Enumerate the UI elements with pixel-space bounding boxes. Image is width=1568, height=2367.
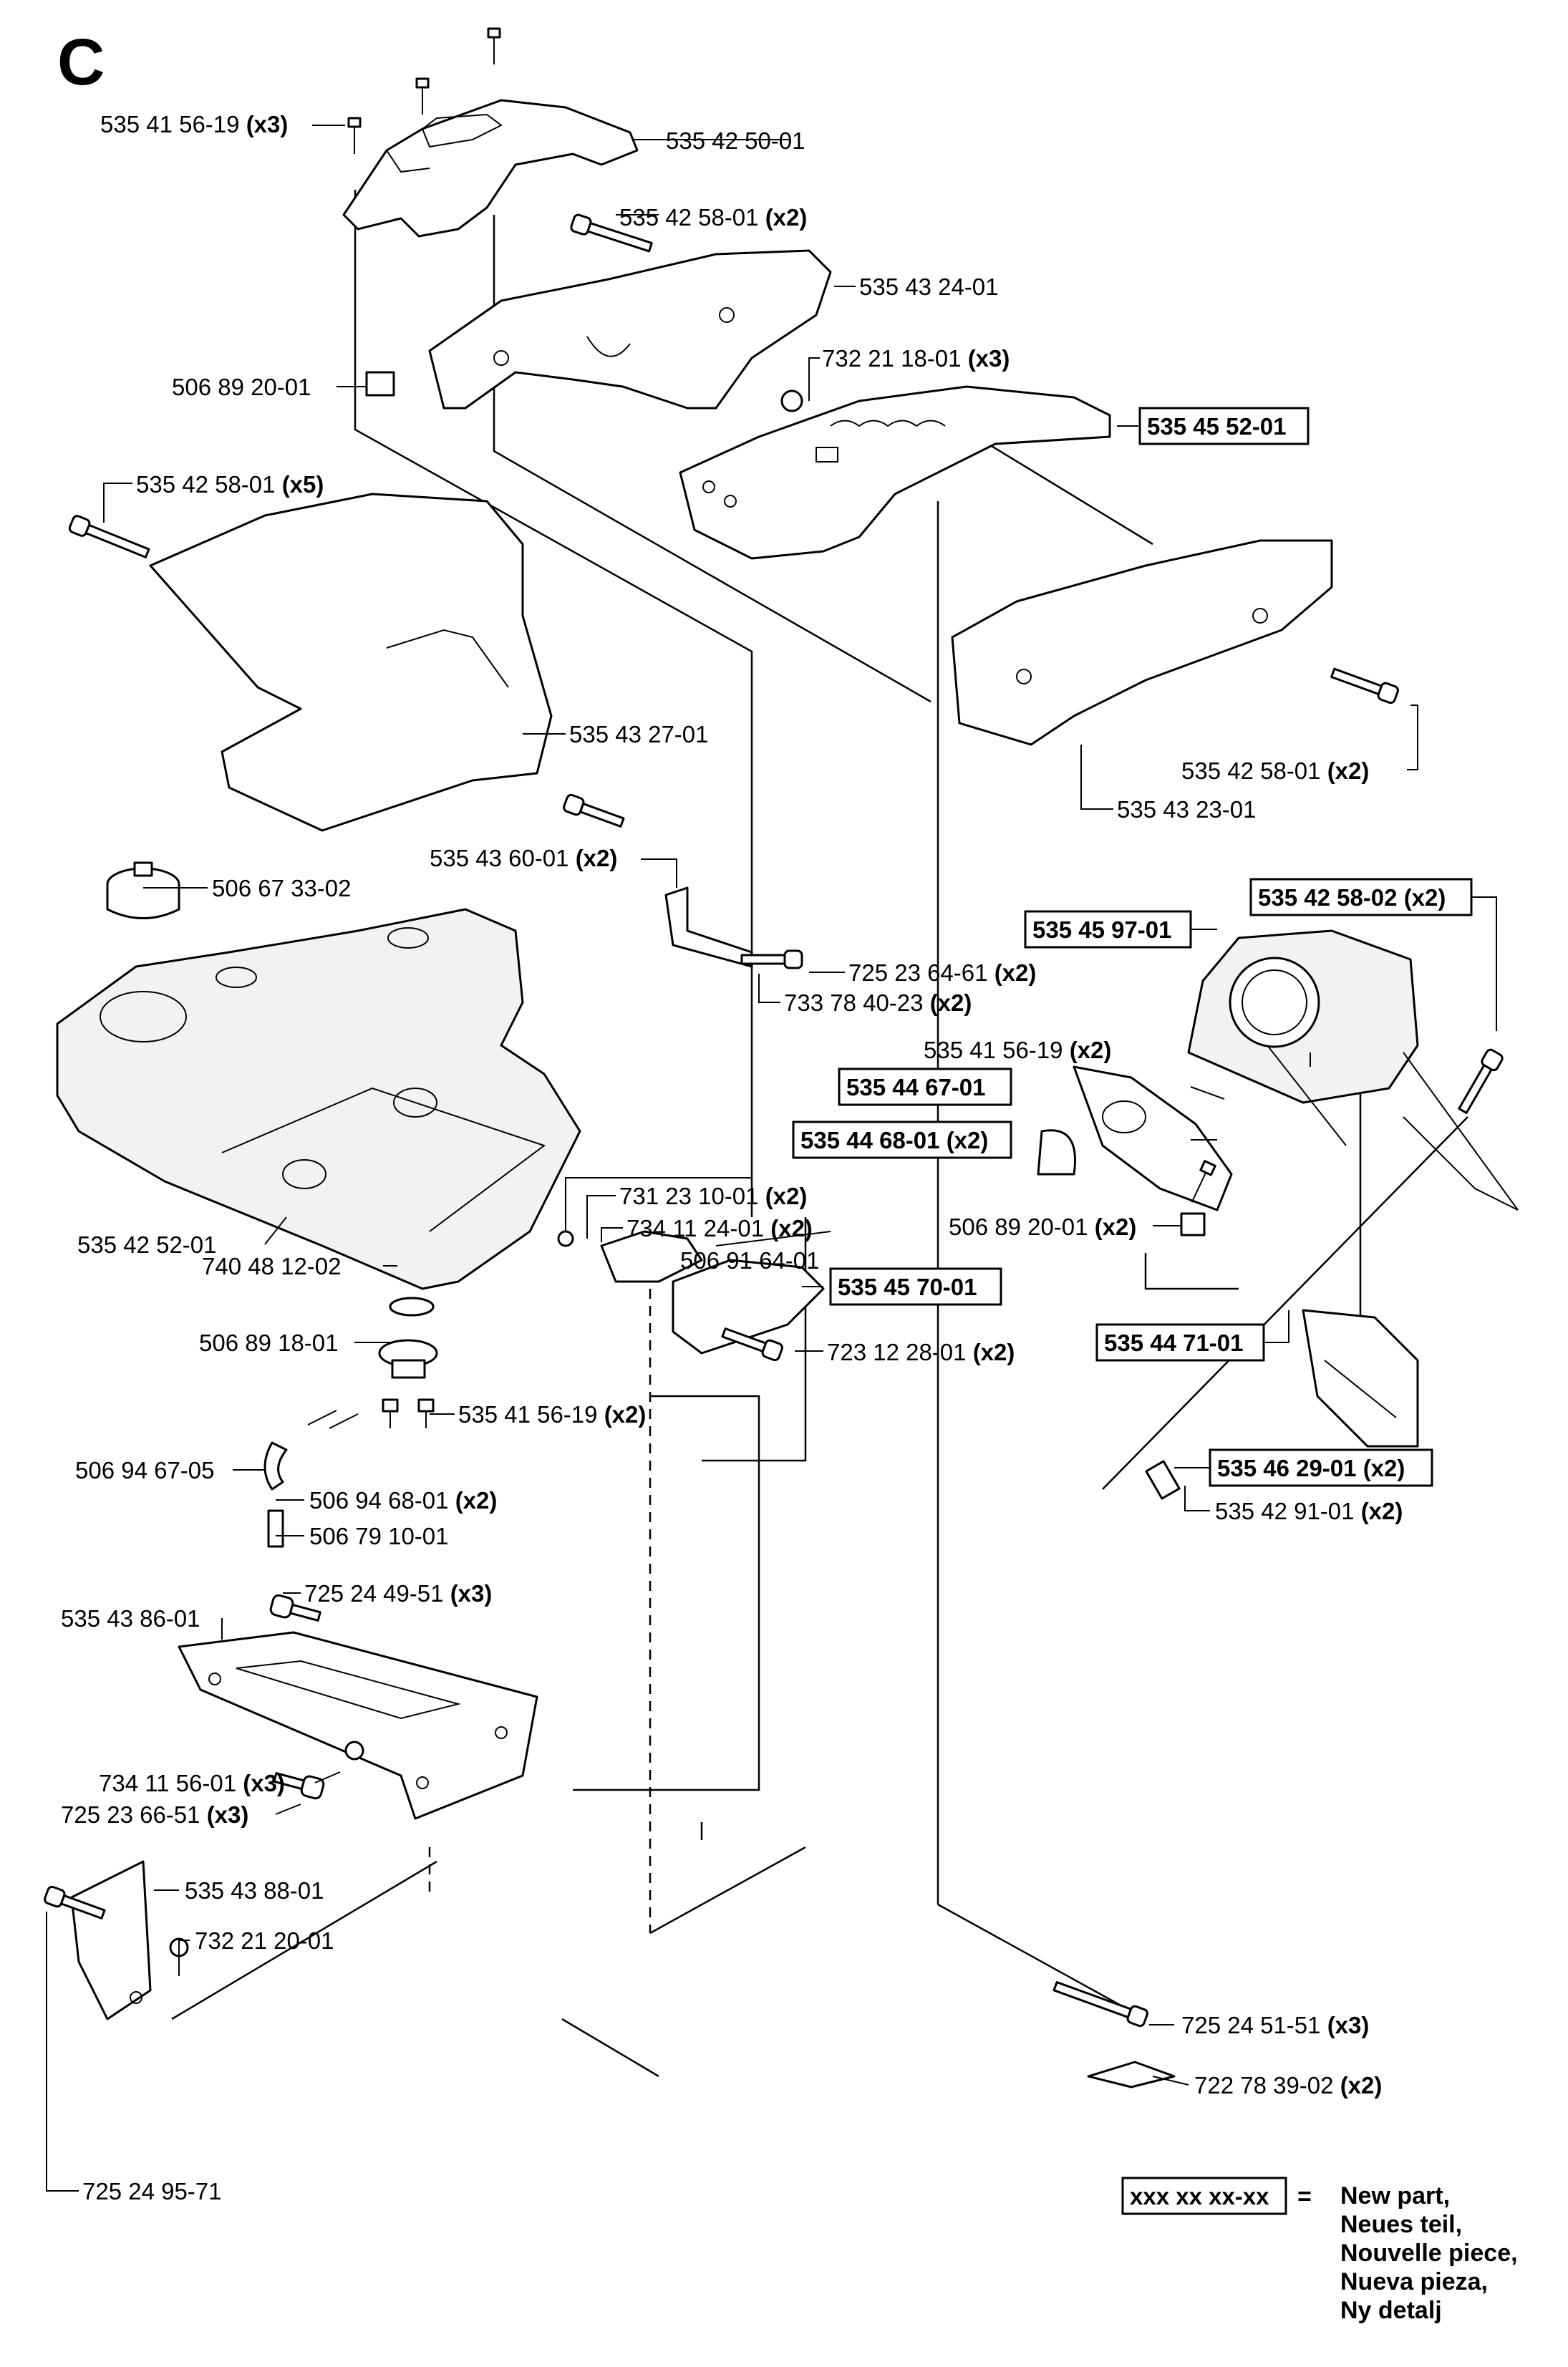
clip-part <box>365 371 1206 1236</box>
part-label: 506 94 67-05 <box>75 1457 215 1483</box>
legend-box-text: xxx xx xx-xx <box>1130 2183 1269 2209</box>
part-label: 535 41 56-19 (x2) <box>458 1401 646 1428</box>
boxed-part-label: 535 42 58-02 (x2) <box>1258 884 1446 911</box>
part-label: 725 23 64-61 (x2) <box>848 959 1036 986</box>
part-label: 731 23 10-01 (x2) <box>619 1183 807 1209</box>
part-label: 506 89 20-01 <box>172 374 311 400</box>
part-label: 734 11 24-01 (x2) <box>626 1215 813 1241</box>
part-label: 506 67 33-02 <box>212 875 352 901</box>
part-label: 734 11 56-01 (x3) <box>99 1770 285 1796</box>
deflector-plate-part <box>149 493 553 832</box>
part-label: 535 42 50-01 <box>666 127 805 154</box>
boxed-part-label: 535 45 97-01 <box>1032 916 1172 943</box>
switch-part <box>600 1230 825 1355</box>
part-label: 506 89 20-01 (x2) <box>949 1214 1136 1240</box>
cover-plate-part <box>70 1860 152 2020</box>
part-label: 535 43 23-01 <box>1117 796 1257 823</box>
part-label: 725 23 66-51 (x3) <box>61 1801 248 1828</box>
side-cover-right-part <box>951 539 1333 746</box>
legend-line: Ny detalj <box>1340 2297 1442 2324</box>
part-label: 506 94 68-01 (x2) <box>309 1487 497 1514</box>
part-label: 535 43 24-01 <box>859 274 999 300</box>
part-label: 722 78 39-02 (x2) <box>1194 2072 1382 2099</box>
part-label: 740 48 12-02 <box>202 1253 342 1279</box>
part-label: 723 12 28-01 (x2) <box>827 1339 1015 1365</box>
boxed-part-label: 535 44 68-01 (x2) <box>800 1127 988 1153</box>
part-label: 535 42 58-01 (x2) <box>619 204 807 231</box>
boxed-part-label: 535 46 29-01 (x2) <box>1217 1455 1405 1481</box>
boxed-part-label: 535 44 67-01 <box>846 1074 986 1100</box>
part-label: 535 43 86-01 <box>61 1605 200 1632</box>
legend-line: New part, <box>1340 2182 1450 2209</box>
part-label: 732 21 20-01 <box>195 1927 334 1954</box>
fuel-tank-part <box>56 908 581 1290</box>
part-label: 732 21 18-01 (x3) <box>822 345 1010 372</box>
section-letter: C <box>57 26 105 99</box>
legend-line: Nueva pieza, <box>1340 2268 1488 2295</box>
part-label: 725 24 95-71 <box>82 2178 222 2204</box>
part-label: 506 89 18-01 <box>199 1330 339 1356</box>
new-part-legend: xxx xx xx-xx = New part, Neues teil, Nou… <box>1121 2177 1518 2324</box>
part-labels: 535 41 56-19 (x3) 535 42 50-01 535 42 58… <box>61 111 1403 2204</box>
part-label: 535 42 91-01 (x2) <box>1215 1498 1403 1524</box>
part-label: 535 42 58-01 (x5) <box>136 471 324 498</box>
legend-line: Nouvelle piece, <box>1340 2240 1518 2267</box>
part-label: 535 42 58-01 (x2) <box>1181 757 1369 784</box>
part-label: 535 41 56-19 (x2) <box>924 1037 1111 1063</box>
storage-tray-part <box>178 1631 538 1820</box>
boxed-part-label: 535 45 52-01 <box>1147 413 1287 440</box>
part-label: 535 42 52-01 <box>77 1231 217 1258</box>
part-label: 535 41 56-19 (x3) <box>100 111 288 137</box>
lamp-housing-part <box>1187 929 1519 1211</box>
assembly-axis-lines <box>171 190 1468 2078</box>
lamp-unit-part <box>1037 1065 1233 1211</box>
part-label: 733 78 40-23 (x2) <box>784 989 972 1016</box>
control-panel-part <box>679 385 1111 560</box>
part-label: 535 43 88-01 <box>185 1877 324 1904</box>
boxed-part-label: 535 45 70-01 <box>838 1274 977 1300</box>
part-label: 535 43 60-01 (x2) <box>430 845 617 871</box>
bracket-part <box>664 886 753 968</box>
leader-lines <box>46 125 1497 2192</box>
legend-line: Neues teil, <box>1340 2211 1462 2238</box>
part-label: 535 43 27-01 <box>569 721 709 747</box>
new-part-labels: 535 45 52-01 535 42 58-02 (x2) 535 45 97… <box>792 407 1473 1487</box>
part-label: 506 91 64-01 <box>680 1247 820 1274</box>
part-label: 725 24 51-51 (x3) <box>1181 2012 1369 2038</box>
fuel-cap-part <box>106 861 180 919</box>
boxed-part-label: 535 44 71-01 <box>1104 1330 1244 1356</box>
part-label: 725 24 49-51 (x3) <box>304 1580 492 1607</box>
side-cover-upper-part <box>428 249 832 410</box>
handle-cover-part <box>342 99 639 238</box>
part-label: 506 79 10-01 <box>309 1523 449 1549</box>
lens-part <box>1302 1309 1419 1448</box>
legend-equals: = <box>1297 2183 1312 2210</box>
screw-icons <box>44 27 1504 2088</box>
